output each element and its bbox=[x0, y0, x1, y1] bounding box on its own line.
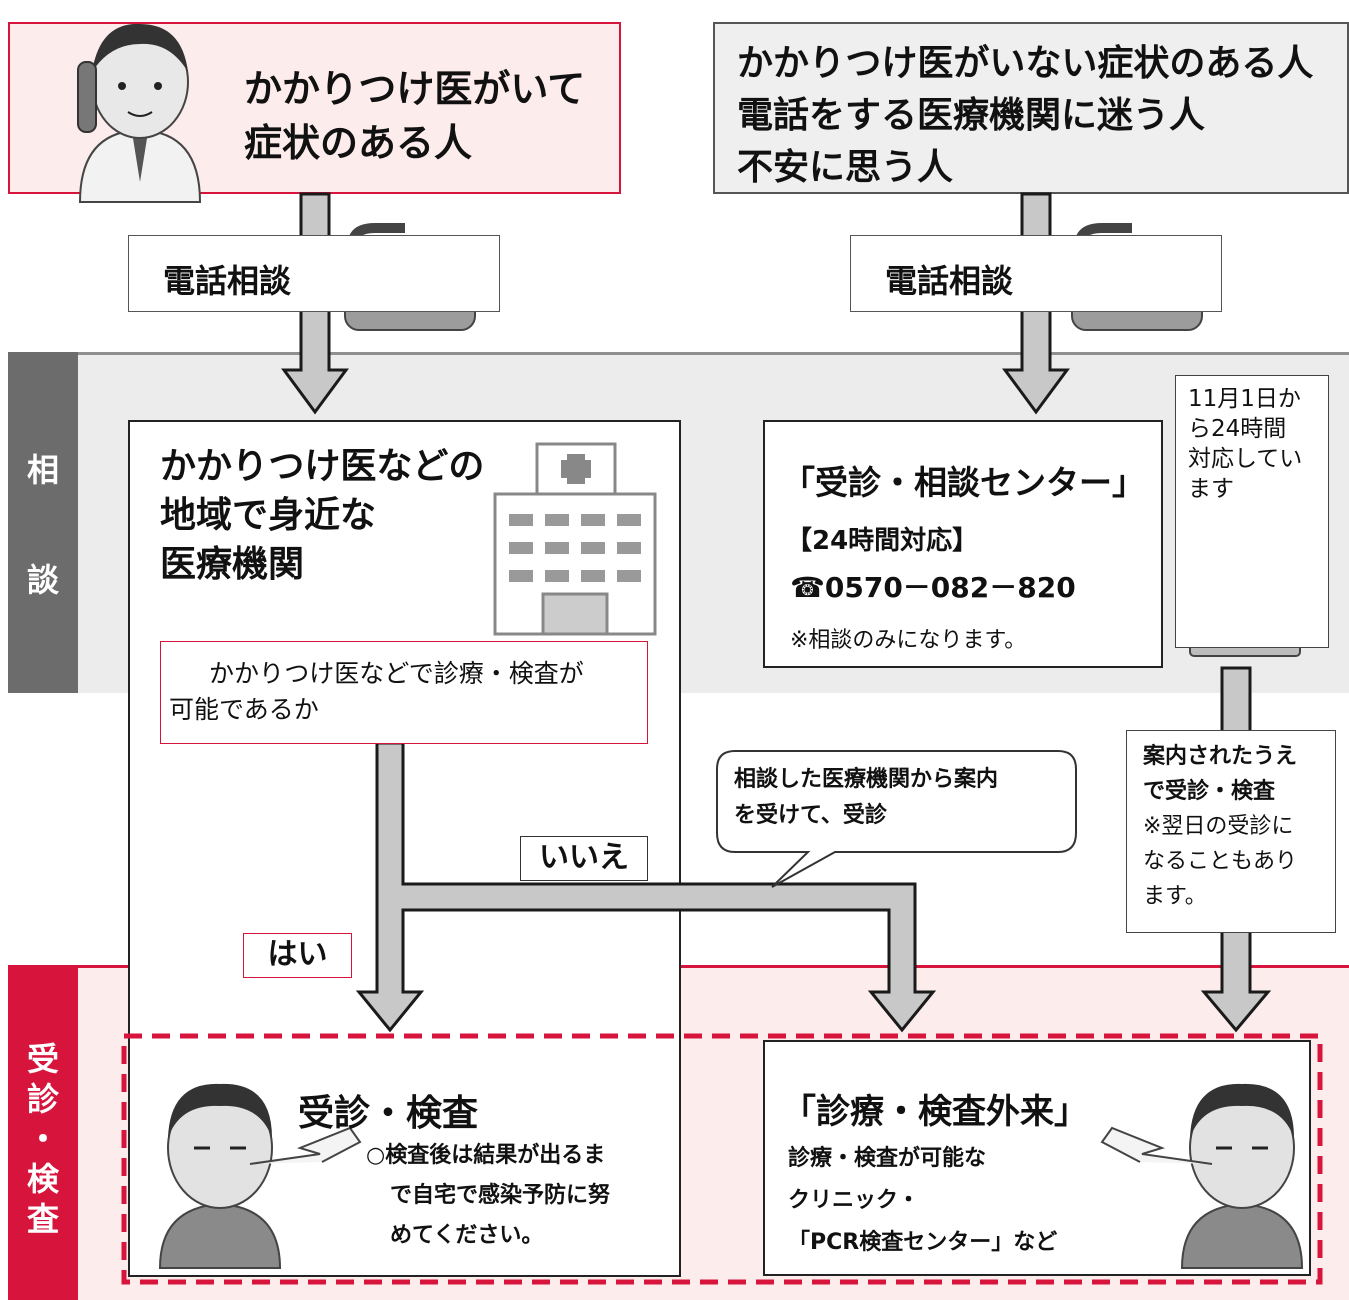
guided-note-line: なることもあり bbox=[1143, 849, 1298, 874]
guided-note-line: ます。 bbox=[1143, 884, 1207, 909]
top-left-line: 症状のある人 bbox=[244, 121, 473, 165]
guided-note-line: で受診・検査 bbox=[1143, 779, 1276, 804]
patient-icon bbox=[158, 1083, 362, 1269]
side-exam-char: 診 bbox=[26, 1080, 59, 1118]
center-hours: 【24時間対応】 bbox=[786, 526, 979, 556]
exam-right-title: 「診療・検査外来」 bbox=[782, 1092, 1088, 1132]
center-phone: ☎0570－082－820 bbox=[790, 571, 1076, 604]
side-exam-char: 受 bbox=[26, 1040, 59, 1078]
phone-consult-label: 電話相談 bbox=[885, 262, 1014, 300]
phone-consult-left-box: 電話相談 bbox=[128, 235, 500, 312]
label-no: いいえ bbox=[520, 836, 648, 881]
exam-left-note: ○検査後は結果が出るま で自宅で感染予防に努 めてください。 bbox=[366, 1136, 610, 1256]
center-box bbox=[763, 420, 1163, 668]
local-clinic-line: 医療機関 bbox=[160, 544, 305, 585]
side-exam-char: 査 bbox=[26, 1200, 59, 1238]
exam-left-note-line: で自宅で感染予防に努 bbox=[390, 1183, 611, 1208]
question-line: かかりつけ医などで診療・検査が bbox=[209, 659, 584, 688]
hours-note-line: 11月1日か bbox=[1188, 386, 1301, 412]
doctor-icon bbox=[77, 23, 202, 203]
patient-icon bbox=[1100, 1083, 1304, 1269]
hours-note-line: ます bbox=[1188, 476, 1234, 502]
side-consult-char: 相 bbox=[26, 451, 59, 489]
hours-note-line: ら24時間 bbox=[1188, 416, 1287, 442]
local-clinic-line: 地域で身近な bbox=[160, 495, 377, 536]
top-left-text: かかりつけ医がいて 症状のある人 bbox=[244, 62, 585, 170]
top-left-line: かかりつけ医がいて bbox=[244, 67, 586, 111]
hospital-icon bbox=[493, 442, 657, 636]
guided-note-line: 案内されたうえ bbox=[1143, 744, 1298, 769]
phone-consult-right-box: 電話相談 bbox=[850, 235, 1222, 312]
exam-right-line: 「PCR検査センター」など bbox=[788, 1230, 1058, 1255]
question-line: 可能であるか bbox=[169, 695, 319, 724]
side-consult-char: 談 bbox=[26, 561, 59, 599]
speech-line: 相談した医療機関から案内 bbox=[734, 767, 999, 792]
exam-right-line: クリニック・ bbox=[788, 1188, 920, 1213]
center-note: ※相談のみになります。 bbox=[790, 628, 1027, 653]
exam-left-title: 受診・検査 bbox=[298, 1093, 479, 1134]
top-right-line: 電話をする医療機関に迷う人 bbox=[737, 95, 1206, 136]
label-yes: はい bbox=[243, 933, 352, 978]
side-exam-char: 検 bbox=[26, 1160, 59, 1198]
hours-note-line: 対応してい bbox=[1188, 446, 1303, 472]
possible-question-box: かかりつけ医などで診療・検査が 可能であるか bbox=[160, 641, 648, 744]
arrow-yes-no bbox=[355, 741, 937, 1033]
side-label-consultation: 相 談 bbox=[8, 352, 78, 693]
local-clinic-line: かかりつけ医などの bbox=[160, 446, 485, 487]
guided-note-box: 案内されたうえ で受診・検査 ※翌日の受診に なることもあり ます。 bbox=[1126, 730, 1336, 933]
exam-right-body: 診療・検査が可能な クリニック・ 「PCR検査センター」など bbox=[788, 1138, 1057, 1264]
top-right-line: 不安に思う人 bbox=[737, 147, 954, 188]
center-title: 「受診・相談センター」 bbox=[782, 463, 1145, 502]
top-right-box bbox=[713, 22, 1349, 194]
side-exam-char: ・ bbox=[26, 1120, 59, 1158]
top-right-line: かかりつけ医がいない症状のある人 bbox=[737, 43, 1314, 84]
top-right-text: かかりつけ医がいない症状のある人 電話をする医療機関に迷う人 不安に思う人 bbox=[737, 38, 1313, 194]
speech-line: を受けて、受診 bbox=[734, 803, 887, 828]
exam-dashed-border bbox=[121, 1033, 1323, 1285]
speech-bubble-text: 相談した医療機関から案内 を受けて、受診 bbox=[734, 762, 998, 834]
phone-consult-label: 電話相談 bbox=[163, 262, 292, 300]
hours-note-box: 11月1日か ら24時間 対応してい ます bbox=[1175, 375, 1329, 648]
side-label-examination: 受 診 ・ 検 査 bbox=[8, 965, 78, 1300]
exam-left-note-line: ○検査後は結果が出るま bbox=[366, 1143, 606, 1168]
exam-right-line: 診療・検査が可能な bbox=[788, 1146, 987, 1171]
guided-note-line: ※翌日の受診に bbox=[1143, 814, 1294, 839]
speech-bubble-shape bbox=[716, 750, 1077, 888]
local-clinic-title: かかりつけ医などの 地域で身近な 医療機関 bbox=[160, 442, 484, 589]
exam-left-note-line: めてください。 bbox=[390, 1223, 544, 1248]
